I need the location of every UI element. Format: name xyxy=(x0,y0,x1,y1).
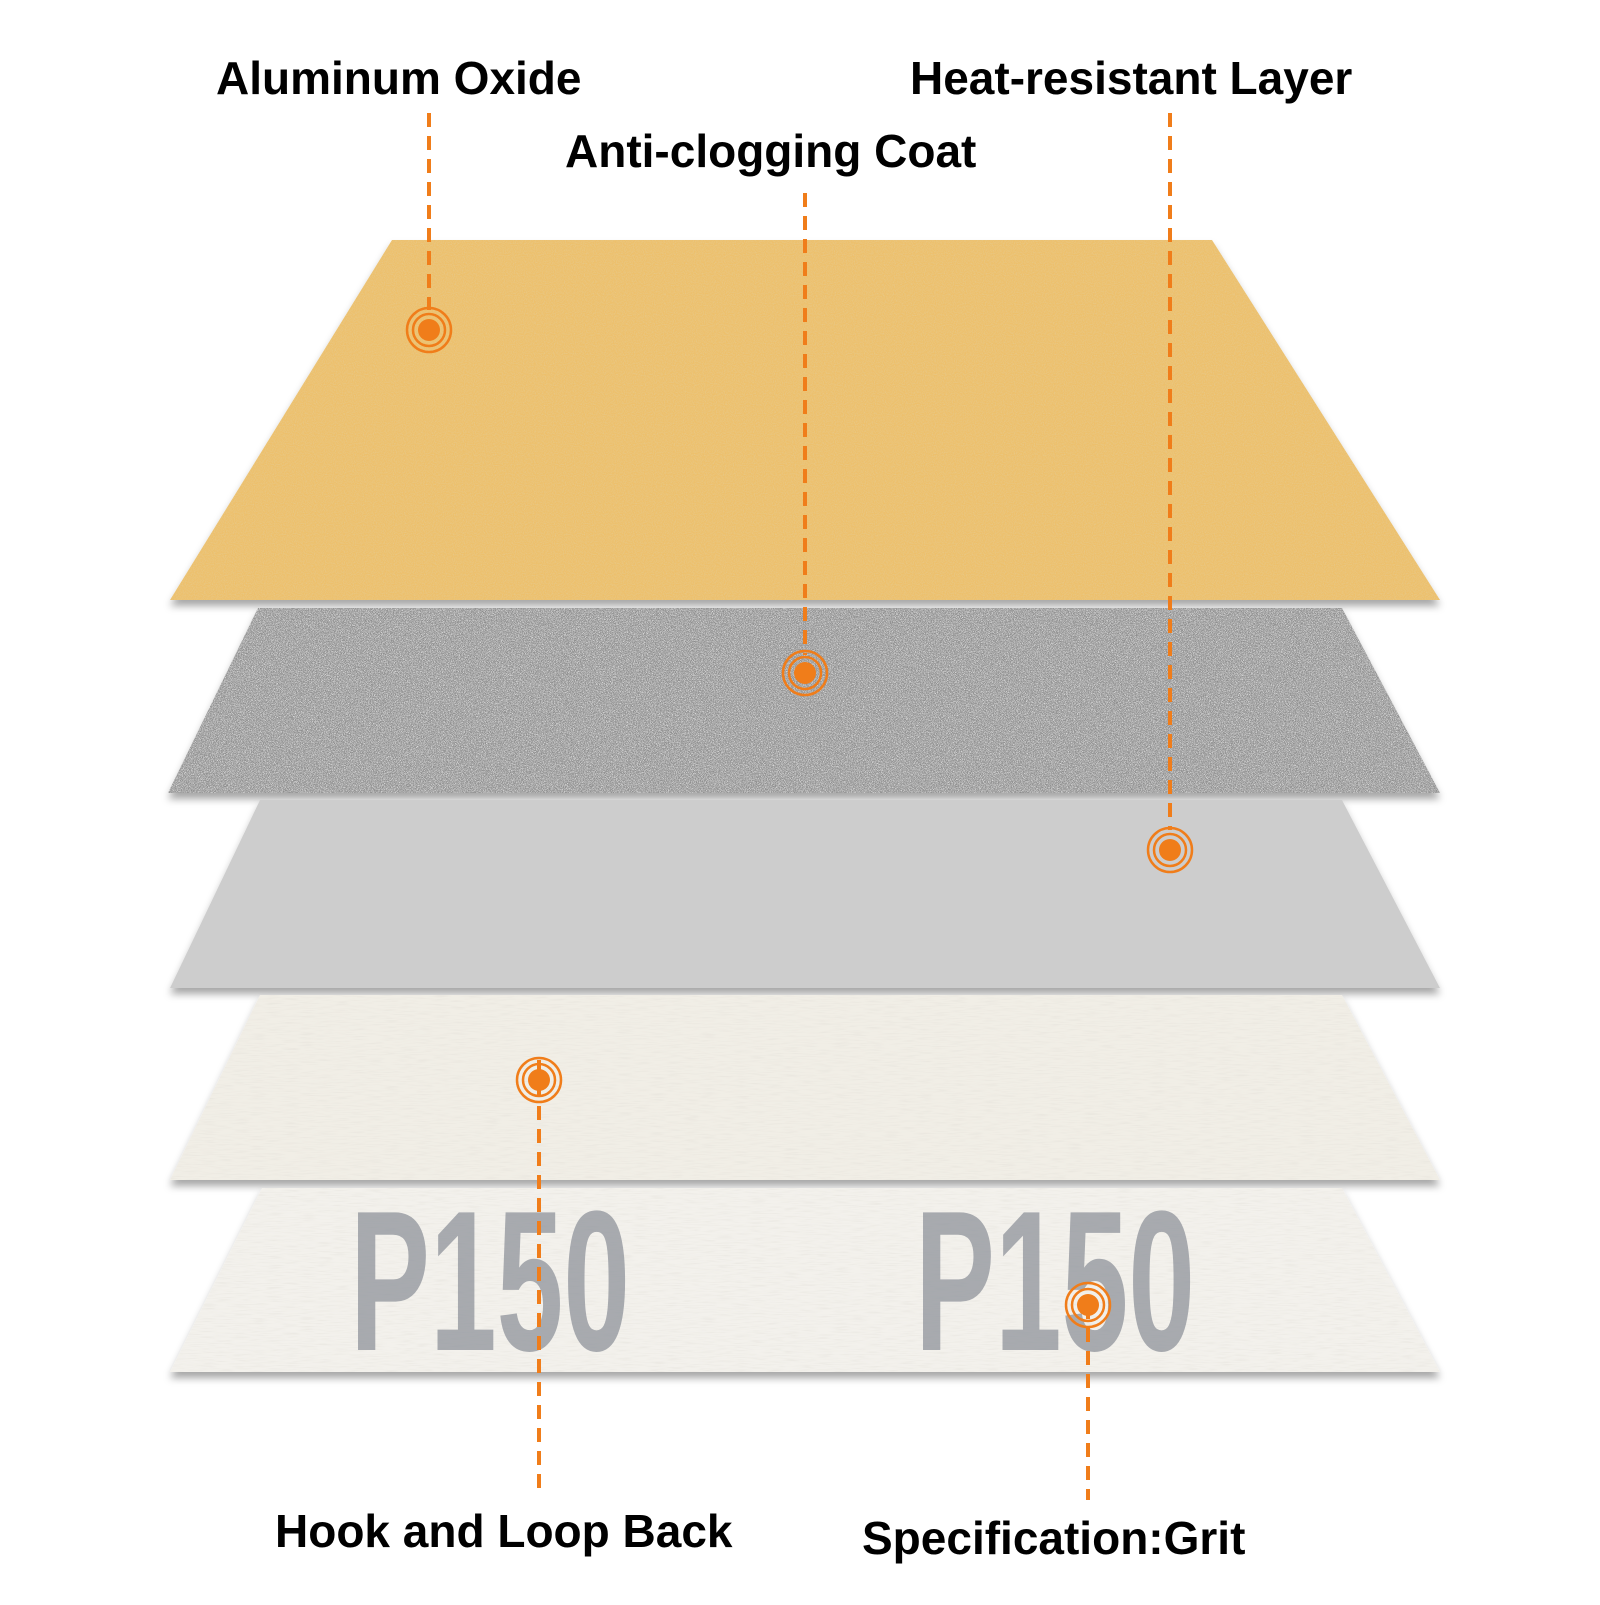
label-heat-resistant-layer: Heat-resistant Layer xyxy=(910,52,1353,104)
grit-mark-right: P150 xyxy=(915,1170,1195,1393)
backing-layer: P150 P150 xyxy=(170,1170,1440,1393)
label-specification-grit: Specification:Grit xyxy=(862,1512,1246,1564)
hook-loop-marker-icon xyxy=(515,1056,563,1104)
callout-lines xyxy=(427,113,1172,1500)
aluminum-oxide-layer xyxy=(170,240,1440,600)
label-hook-and-loop-back: Hook and Loop Back xyxy=(275,1505,733,1557)
anti-clogging-layer xyxy=(168,608,1440,793)
heat-resistant-layer xyxy=(170,800,1440,988)
anti-clogging-marker-icon xyxy=(781,649,829,697)
heat-resistant-marker-icon xyxy=(1146,826,1194,874)
hook-loop-layer xyxy=(170,995,1440,1180)
label-aluminum-oxide: Aluminum Oxide xyxy=(216,52,582,104)
specification-marker-icon xyxy=(1064,1281,1112,1329)
callout-markers xyxy=(405,306,1194,1329)
aluminum-oxide-marker-icon xyxy=(405,306,453,354)
grit-mark-left: P150 xyxy=(350,1170,630,1393)
label-anti-clogging-coat: Anti-clogging Coat xyxy=(565,125,977,177)
